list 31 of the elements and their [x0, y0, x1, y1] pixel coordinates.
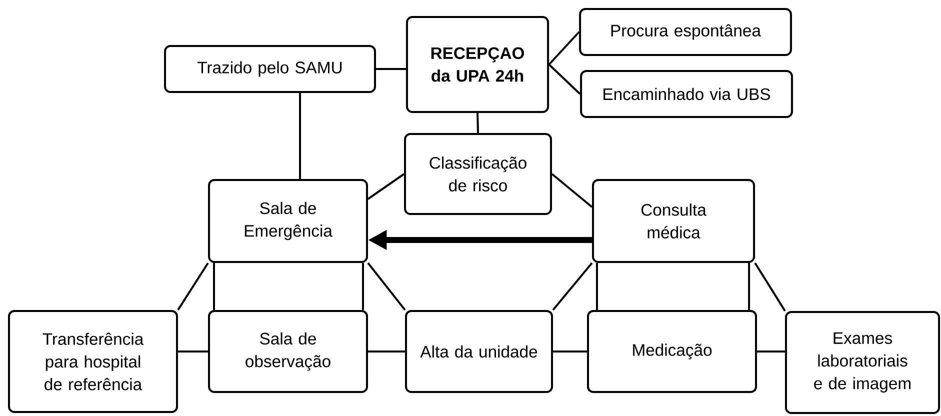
process-box: Medicação	[587, 310, 757, 394]
connector-line	[362, 263, 364, 310]
connector-line	[551, 173, 593, 208]
process-box: Classificação de risco	[404, 133, 552, 215]
connector-line	[213, 263, 215, 310]
process-box: Sala de observação	[208, 310, 368, 394]
process-box: Encaminhado via UBS	[580, 70, 793, 118]
connector-line	[552, 262, 593, 311]
connector-line	[299, 93, 301, 179]
connector-line	[548, 64, 581, 95]
connector-line	[367, 262, 406, 311]
connector-line	[367, 173, 405, 200]
process-box: Trazido pelo SAMU	[164, 45, 376, 93]
connector-line	[548, 31, 580, 66]
connector-line	[757, 350, 785, 352]
connector-line	[596, 263, 598, 310]
process-box: Sala de Emergência	[208, 179, 368, 263]
connector-line	[476, 112, 479, 134]
connector-line	[754, 262, 786, 312]
process-box: RECEPÇAO da UPA 24h	[406, 16, 550, 113]
connector-line	[748, 263, 750, 310]
connector-line	[376, 68, 406, 70]
process-box: Consulta médica	[592, 179, 756, 263]
process-box: Alta da unidade	[405, 310, 553, 394]
connector-line	[178, 350, 208, 352]
process-box: Procura espontânea	[579, 8, 792, 56]
process-box: Exames laboratoriais e de imagem	[784, 310, 940, 414]
connector-line	[177, 262, 209, 310]
process-box: Transferência para hospital de referência	[8, 310, 178, 414]
connector-line	[368, 350, 405, 352]
connector-line	[553, 350, 587, 352]
